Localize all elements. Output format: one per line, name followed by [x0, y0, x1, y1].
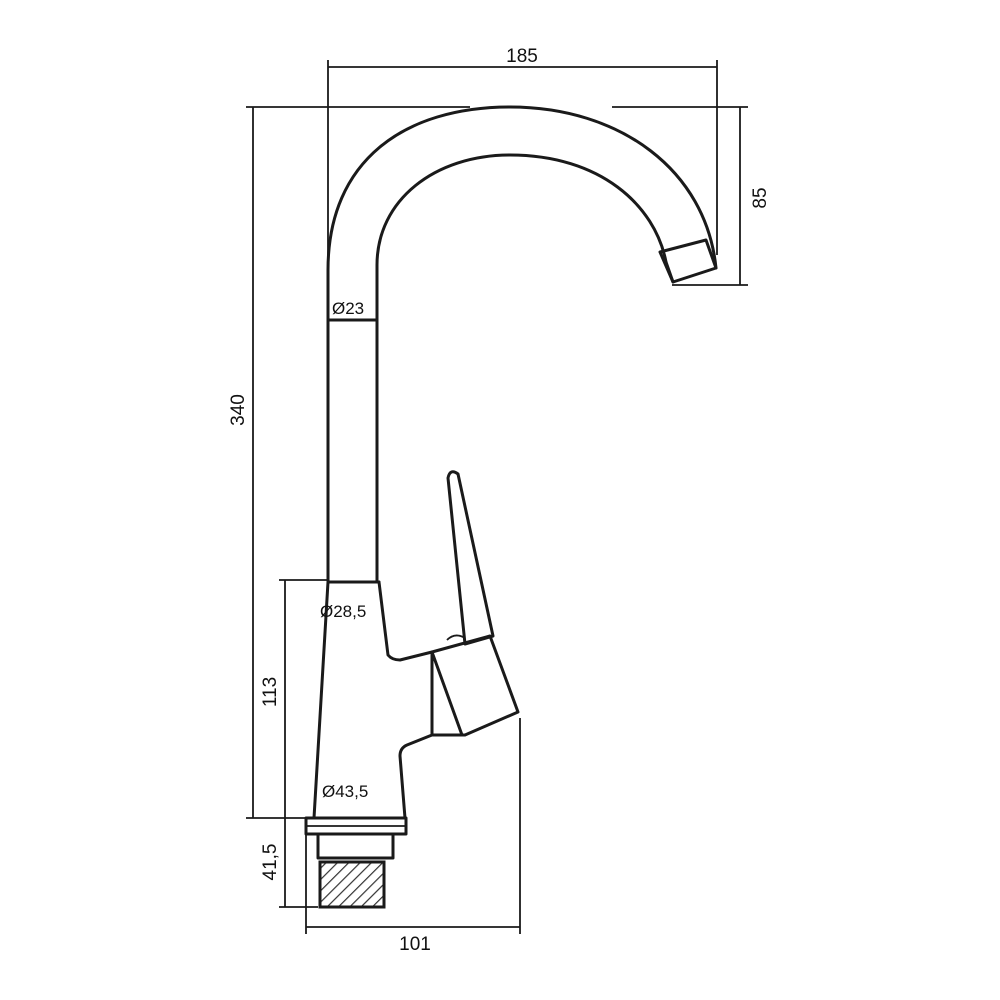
body-right-edge	[377, 580, 434, 820]
spout-inner-edge	[375, 153, 668, 584]
dim-body-height: 113	[260, 677, 281, 707]
mounting-nut	[316, 832, 395, 860]
threaded-shank	[318, 860, 386, 909]
dia-spout: Ø23	[332, 299, 364, 318]
dim-total-height: 340	[228, 394, 249, 426]
dim-thread-height: 41,5	[260, 844, 281, 881]
dim-base-width: 101	[399, 934, 431, 955]
spout-aerator	[658, 238, 718, 284]
dim-spout-height: 85	[750, 187, 771, 208]
dim-width-top: 185	[506, 46, 538, 67]
handle-lever	[446, 470, 495, 646]
spout-outer-edge	[326, 105, 718, 584]
dia-upper-body: Ø28,5	[320, 602, 366, 621]
dimension-lines	[246, 60, 748, 934]
dimension-labels: 185 85 340 113 41,5 101 Ø23 Ø28,5 Ø43,5	[228, 46, 771, 955]
body-left-edge	[312, 580, 330, 820]
dia-lower-body: Ø43,5	[322, 782, 368, 801]
faucet-outline	[304, 105, 718, 909]
